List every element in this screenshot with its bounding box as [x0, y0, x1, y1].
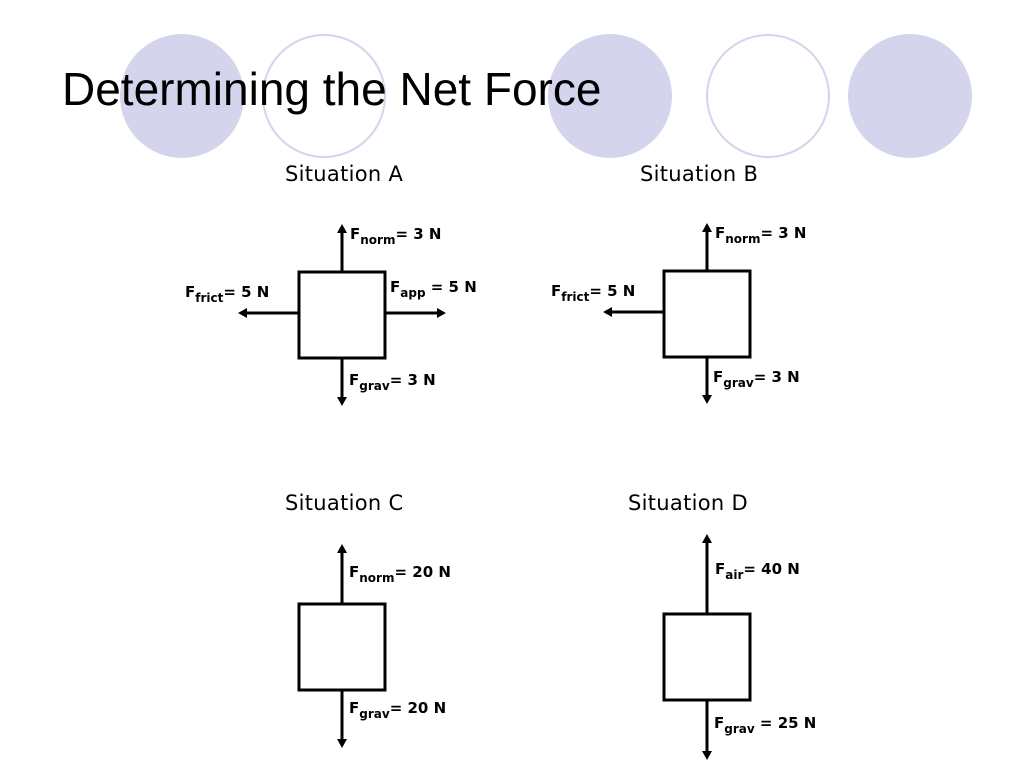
slide-title: Determining the Net Force — [62, 63, 602, 115]
situation-a-diagram — [238, 224, 446, 406]
situation-a-heading: Situation A — [285, 162, 404, 186]
situation-b-frict-label: Ffrict= 5 N — [551, 282, 636, 304]
decorative-circle-1 — [120, 34, 244, 158]
situation-c-norm-arrowhead — [337, 544, 347, 553]
situation-b-heading: Situation B — [640, 162, 759, 186]
situation-a-app-label: Fapp = 5 N — [390, 278, 477, 300]
situation-a-grav-label: Fgrav= 3 N — [349, 371, 436, 393]
decorative-circle-3 — [548, 34, 672, 158]
situation-b-grav-arrowhead — [702, 395, 712, 404]
situation-a-grav-arrowhead — [337, 397, 347, 406]
situation-d-grav-arrowhead — [702, 751, 712, 760]
situation-b-object-box — [662, 269, 752, 359]
situation-d-diagram — [662, 534, 752, 760]
situation-b-grav-label: Fgrav= 3 N — [713, 368, 800, 390]
situation-a-norm-arrowhead — [337, 224, 347, 233]
situation-a-object-box — [297, 270, 387, 360]
situation-c-grav-label: Fgrav= 20 N — [349, 699, 447, 721]
situation-a-norm-label: Fnorm= 3 N — [350, 225, 442, 247]
situation-b-diagram — [603, 223, 752, 404]
situation-b-norm-label: Fnorm= 3 N — [715, 224, 807, 246]
situation-d-grav-label: Fgrav = 25 N — [714, 714, 817, 736]
situation-d-object-box — [662, 612, 752, 702]
situation-c-diagram — [297, 544, 387, 748]
decorative-circle-4 — [706, 34, 830, 158]
situation-b-frict-arrowhead — [603, 307, 612, 317]
situation-c-grav-arrowhead — [337, 739, 347, 748]
situation-b-norm-arrowhead — [702, 223, 712, 232]
decorative-circle-2 — [262, 34, 386, 158]
situation-d-air-arrowhead — [702, 534, 712, 543]
situation-c-norm-label: Fnorm= 20 N — [349, 563, 451, 585]
situation-c-object-box — [297, 602, 387, 692]
situation-c-heading: Situation C — [285, 491, 404, 515]
situation-a-app-arrowhead — [437, 308, 446, 318]
situation-a-frict-label: Ffrict= 5 N — [185, 283, 270, 305]
decorative-circle-5 — [848, 34, 972, 158]
situation-d-air-label: Fair= 40 N — [715, 560, 800, 582]
situation-a-frict-arrowhead — [238, 308, 247, 318]
situation-d-heading: Situation D — [628, 491, 748, 515]
